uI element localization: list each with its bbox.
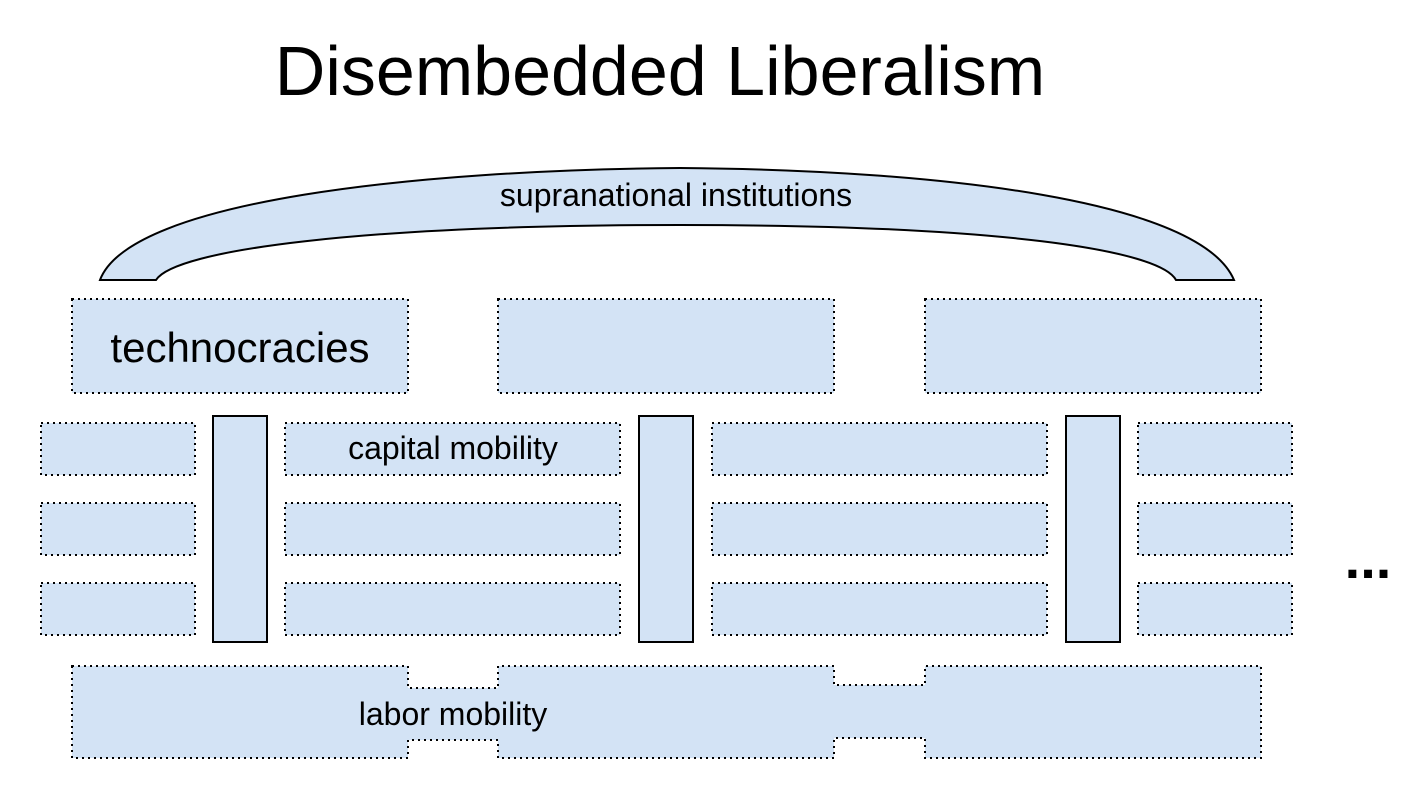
grid-box-c3-r2 xyxy=(711,502,1048,556)
grid-box-c1-r1 xyxy=(40,422,196,476)
diagram-title: Disembedded Liberalism xyxy=(275,32,1045,110)
labor-mobility-label: labor mobility xyxy=(359,696,548,732)
grid-box-c2-r2 xyxy=(284,502,621,556)
labor-mobility-band xyxy=(71,665,1262,759)
technocracy-box-3 xyxy=(924,298,1262,394)
technocracy-box-1 xyxy=(71,298,409,394)
technocracies-label: technocracies xyxy=(110,324,369,371)
grid-box-c2-r3 xyxy=(284,582,621,636)
arch-label: supranational institutions xyxy=(500,177,852,213)
technocracy-box-2 xyxy=(497,298,835,394)
grid-box-c2-r1 xyxy=(284,422,621,476)
grid-box-c4-r2 xyxy=(1137,502,1293,556)
grid-box-c1-r2 xyxy=(40,502,196,556)
grid-box-c1-r3 xyxy=(40,582,196,636)
pillar-1 xyxy=(212,415,268,643)
grid-box-c4-r1 xyxy=(1137,422,1293,476)
grid-box-c3-r3 xyxy=(711,582,1048,636)
capital-mobility-label: capital mobility xyxy=(348,430,558,466)
grid-box-c4-r3 xyxy=(1137,582,1293,636)
supranational-arch xyxy=(98,166,1236,281)
pillar-2 xyxy=(638,415,694,643)
pillar-3 xyxy=(1065,415,1121,643)
continuation-ellipsis: ... xyxy=(1345,527,1392,590)
grid-box-c3-r1 xyxy=(711,422,1048,476)
